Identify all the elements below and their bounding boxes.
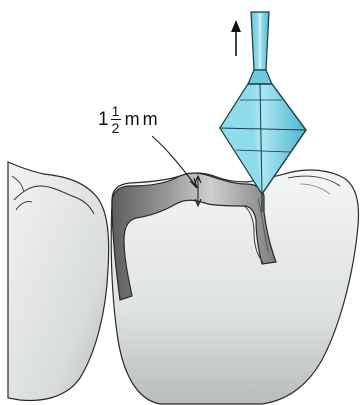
adjacent-tooth (8, 162, 109, 400)
fraction-numerator: 1 (112, 104, 120, 118)
up-arrow-icon (231, 20, 241, 56)
measurement-unit: mm (125, 109, 161, 130)
measurement-fraction: 1 2 (111, 104, 121, 135)
depth-measurement-label: 1 1 2 mm (98, 104, 161, 135)
fraction-denominator: 2 (112, 121, 120, 135)
measurement-whole: 1 (98, 109, 109, 131)
